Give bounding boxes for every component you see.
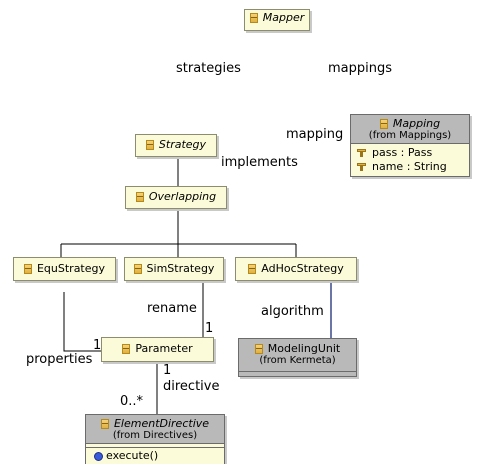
class-package: (from Kermeta) — [259, 355, 336, 366]
label-properties-multiplicity: 1 — [93, 338, 102, 353]
class-adhoc-strategy[interactable]: AdHocStrategy — [235, 257, 357, 281]
class-parameter[interactable]: Parameter — [101, 337, 214, 362]
class-icon — [122, 344, 131, 354]
attribute-row[interactable]: pass : Pass — [357, 146, 463, 160]
label-directive-multiplicity-top: 1 — [163, 363, 172, 378]
class-icon — [254, 344, 263, 354]
attribute-text: pass : Pass — [372, 146, 433, 159]
class-icon — [145, 140, 154, 150]
class-name: Parameter — [135, 342, 193, 355]
class-icon — [23, 264, 32, 274]
operation-row[interactable]: execute() — [94, 449, 216, 463]
label-rename-multiplicity: 1 — [205, 321, 214, 336]
class-icon — [135, 192, 144, 202]
class-name: Strategy — [158, 138, 207, 151]
label-implements: implements — [221, 155, 298, 170]
label-rename: rename — [147, 301, 197, 316]
class-name: ModelingUnit — [267, 342, 341, 355]
label-strategies: strategies — [176, 61, 241, 76]
label-algorithm: algorithm — [261, 304, 324, 319]
class-name: AdHocStrategy — [261, 262, 344, 275]
attribute-icon — [357, 163, 366, 171]
class-element-directive[interactable]: ElementDirective (from Directives) execu… — [85, 414, 225, 464]
class-icon — [249, 13, 258, 23]
class-overlapping[interactable]: Overlapping — [125, 186, 227, 209]
class-name: Mapping — [392, 117, 441, 130]
class-name: ElementDirective — [113, 417, 210, 430]
class-mapper[interactable]: Mapper — [244, 9, 310, 31]
class-name: EquStrategy — [36, 262, 106, 275]
class-sim-strategy[interactable]: SimStrategy — [124, 257, 224, 281]
class-package: (from Directives) — [112, 430, 198, 441]
operation-text: execute() — [106, 449, 159, 462]
class-icon — [100, 419, 109, 429]
label-directive-multiplicity-bottom: 0..* — [120, 394, 144, 409]
operation-icon — [94, 451, 103, 461]
class-modeling-unit[interactable]: ModelingUnit (from Kermeta) — [238, 338, 357, 377]
label-properties: properties — [26, 352, 93, 367]
class-equ-strategy[interactable]: EquStrategy — [13, 257, 116, 281]
attribute-row[interactable]: name : String — [357, 160, 463, 174]
class-icon — [379, 119, 388, 129]
attribute-icon — [357, 149, 366, 157]
class-package: (from Mappings) — [368, 130, 452, 141]
class-icon — [248, 264, 257, 274]
class-mapping[interactable]: Mapping (from Mappings) pass : Pass name… — [350, 114, 470, 177]
class-name: SimStrategy — [146, 262, 215, 275]
class-icon — [133, 264, 142, 274]
label-directive: directive — [163, 379, 220, 394]
equ-parameter-link — [63, 292, 101, 352]
label-mapping: mapping — [286, 127, 344, 142]
class-name: Mapper — [262, 11, 305, 24]
label-mappings: mappings — [328, 61, 393, 76]
class-strategy[interactable]: Strategy — [135, 134, 217, 157]
class-name: Overlapping — [148, 190, 217, 203]
attribute-text: name : String — [372, 160, 447, 173]
